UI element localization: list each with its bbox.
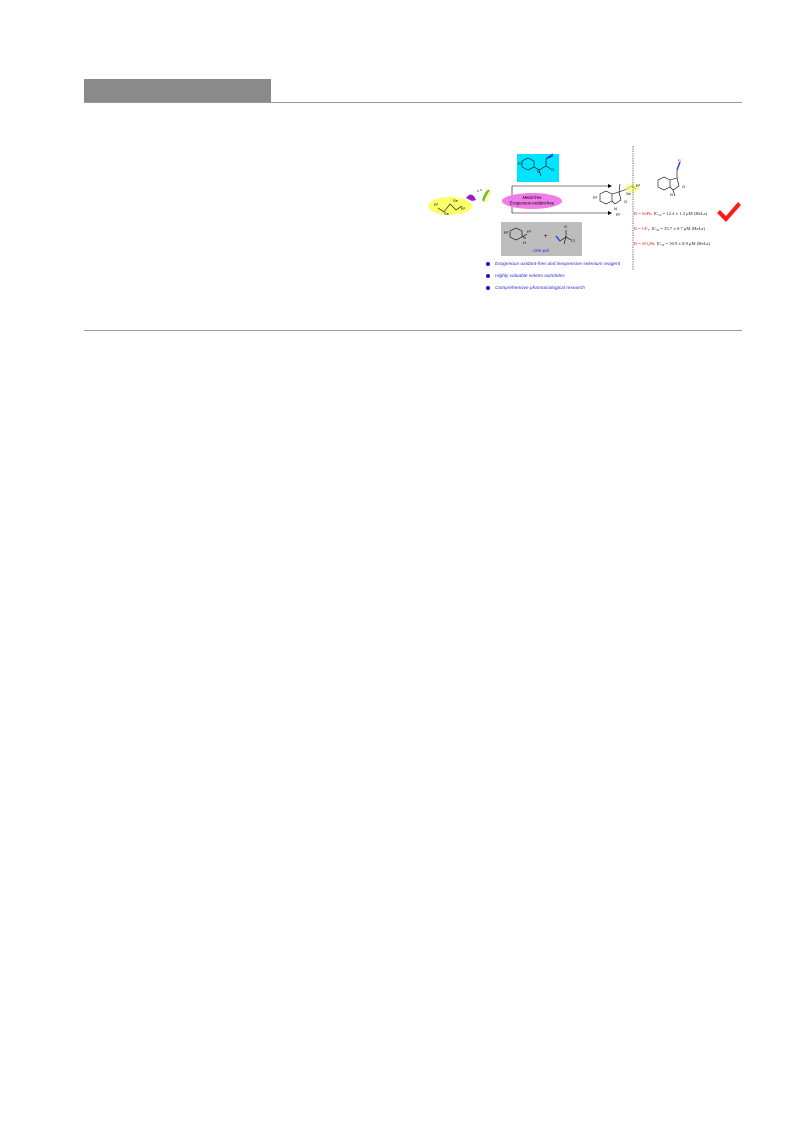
atom-o-acyl: O bbox=[564, 224, 567, 229]
atom-h: H bbox=[523, 240, 526, 245]
result-r-label: R = SePh, bbox=[634, 211, 653, 216]
highlight-item: Comprehensive pharmacological research bbox=[486, 282, 620, 294]
atom-n: N bbox=[537, 169, 540, 174]
product-r1: R¹ bbox=[616, 212, 621, 217]
alkene-bond bbox=[545, 153, 554, 160]
highlight-text: Highly valuable seleno oxindoles bbox=[495, 273, 565, 279]
check-mark-icon bbox=[717, 202, 741, 222]
bullet-icon bbox=[486, 286, 490, 290]
analog-r: R bbox=[678, 158, 681, 163]
condition-oxidant-free: Exogenous-oxidant-free bbox=[510, 201, 555, 206]
top-rule bbox=[84, 102, 742, 103]
result-r-label: R = SO₂Ph, bbox=[634, 241, 656, 246]
atom-n-aniline: N bbox=[523, 235, 526, 240]
result-row-seph: R = SePh, IC₅₀ = 12.4 ± 1.2 μM (HeLa) bbox=[634, 211, 707, 216]
atom-r3-aniline: R³ bbox=[504, 230, 509, 235]
atom-se-1: Se bbox=[444, 211, 450, 216]
highlight-text: Comprehensive pharmacological research bbox=[495, 285, 585, 291]
analog-o: O bbox=[682, 184, 685, 189]
product-se: Se bbox=[626, 191, 632, 196]
highlight-item: Highly valuable seleno oxindoles bbox=[486, 270, 620, 282]
acrylamide-structure bbox=[521, 155, 554, 177]
bottom-rule bbox=[84, 330, 742, 331]
product-o: O bbox=[624, 199, 627, 204]
atom-r1-right: R¹ bbox=[461, 206, 466, 211]
atom-cl: Cl bbox=[571, 238, 575, 243]
product-n: N bbox=[614, 206, 617, 211]
highlight-item: Exogenous-oxidant-free and inexpensive s… bbox=[486, 258, 620, 270]
radical-green bbox=[482, 189, 490, 202]
conditions-oval bbox=[502, 193, 562, 209]
highlight-text: Exogenous-oxidant-free and inexpensive s… bbox=[495, 261, 621, 267]
bullet-icon bbox=[486, 262, 490, 266]
atom-r1-left: R¹ bbox=[434, 202, 439, 207]
highlights-list: Exogenous-oxidant-free and inexpensive s… bbox=[486, 258, 620, 294]
result-row-so2ph: R = SO₂Ph, IC₅₀ = 50.9 ± 8.9 μM (HeLa) bbox=[634, 241, 710, 246]
result-ic50: IC₅₀ = 50.9 ± 8.9 μM (HeLa) bbox=[656, 241, 710, 246]
analog-n: N bbox=[670, 192, 673, 197]
result-row-cf3: R = CF₃, IC₅₀ = 35.7 ± 0.7 μM (HeLa) bbox=[634, 226, 705, 231]
atom-r3: R³ bbox=[518, 161, 523, 166]
section-header-tab bbox=[84, 79, 271, 102]
result-r-label: R = CF₃, bbox=[634, 226, 651, 231]
atom-r1-aniline: R¹ bbox=[527, 229, 532, 234]
plus-sign: + bbox=[544, 234, 548, 240]
product-r3: R³ bbox=[593, 195, 598, 200]
atom-o: O bbox=[551, 167, 554, 172]
diselenide-highlight bbox=[428, 197, 472, 215]
product-r1-se: R¹ bbox=[636, 183, 641, 188]
analog-structure bbox=[657, 170, 680, 197]
radical-purple bbox=[466, 194, 476, 201]
bullet-icon bbox=[486, 274, 490, 278]
result-ic50: IC₅₀ = 35.7 ± 0.7 μM (HeLa) bbox=[651, 226, 705, 231]
condition-metal-free: Metal-free bbox=[523, 195, 543, 200]
atom-se-2: Se bbox=[453, 198, 459, 203]
result-ic50: IC₅₀ = 12.4 ± 1.2 μM (HeLa) bbox=[653, 211, 708, 216]
one-pot-label: One-pot bbox=[533, 248, 550, 253]
toc-graphic: R³ N O R¹ Se Se R¹ Metal-free Exogenous-… bbox=[428, 146, 741, 270]
